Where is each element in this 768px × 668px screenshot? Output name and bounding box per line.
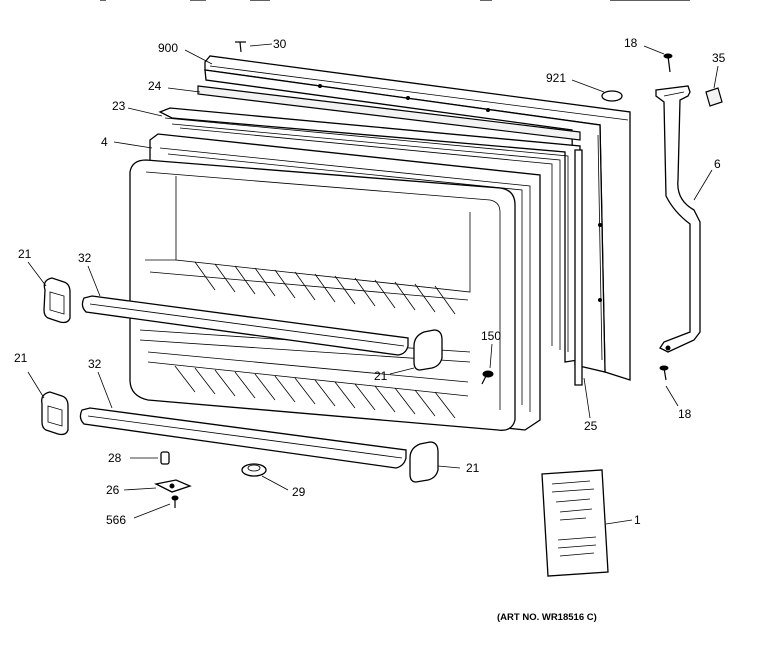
upper-shelf-rail — [81, 295, 409, 356]
callout-24: 24 — [148, 79, 162, 93]
callout-150: 150 — [481, 329, 501, 343]
breaker-strip — [574, 149, 583, 386]
outer-door-panel — [204, 55, 631, 381]
lower-shelf-ribs — [174, 365, 456, 419]
callout-1: 1 — [634, 513, 641, 527]
door-gasket — [158, 107, 581, 363]
shoulder-screw-150 — [481, 370, 494, 385]
door-stop-26 — [154, 479, 192, 493]
callout-29: 29 — [292, 485, 306, 499]
callout-30: 30 — [273, 37, 287, 51]
callout-21-lower-left: 21 — [14, 351, 28, 365]
callout-4: 4 — [101, 135, 108, 149]
screw-bottom — [659, 365, 669, 381]
callout-566: 566 — [106, 513, 126, 527]
callout-labels: 900 30 24 23 4 921 18 35 6 21 32 150 21 … — [14, 36, 726, 527]
leader-lines — [27, 43, 719, 525]
callout-32-lower: 32 — [88, 357, 102, 371]
callout-900: 900 — [158, 41, 178, 55]
hinge-bracket — [655, 85, 701, 353]
hinge-cap — [705, 87, 723, 107]
callout-21-lower-right: 21 — [466, 461, 480, 475]
callout-23: 23 — [112, 99, 126, 113]
button-plug-29 — [241, 463, 267, 477]
art-number: (ART NO. WR18516 C) — [497, 612, 597, 623]
callout-26: 26 — [106, 483, 120, 497]
upper-shelf-ribs — [194, 261, 456, 315]
screw-30 — [235, 41, 246, 53]
inner-door-liner — [129, 159, 516, 431]
end-cap-upper-right — [413, 329, 443, 371]
screw-top — [663, 53, 673, 73]
callout-21-upper-right: 21 — [374, 369, 388, 383]
plug-button — [601, 90, 623, 102]
end-cap-lower-right — [409, 441, 439, 483]
callout-18-top: 18 — [624, 36, 638, 50]
callout-921: 921 — [546, 71, 566, 85]
owners-manual — [541, 469, 609, 577]
callout-25: 25 — [584, 419, 598, 433]
stop-pin-28 — [160, 451, 170, 465]
screw-566 — [171, 495, 179, 508]
callout-6: 6 — [714, 157, 721, 171]
callout-32-upper: 32 — [78, 251, 92, 265]
callout-35: 35 — [712, 51, 726, 65]
lower-shelf-rail — [79, 407, 407, 469]
callout-21-upper-left: 21 — [18, 247, 32, 261]
callout-18-bottom: 18 — [678, 407, 692, 421]
liner-strip — [197, 85, 581, 141]
end-cap-upper-left — [43, 277, 71, 324]
end-cap-lower-left — [41, 391, 69, 436]
callout-28: 28 — [108, 451, 122, 465]
